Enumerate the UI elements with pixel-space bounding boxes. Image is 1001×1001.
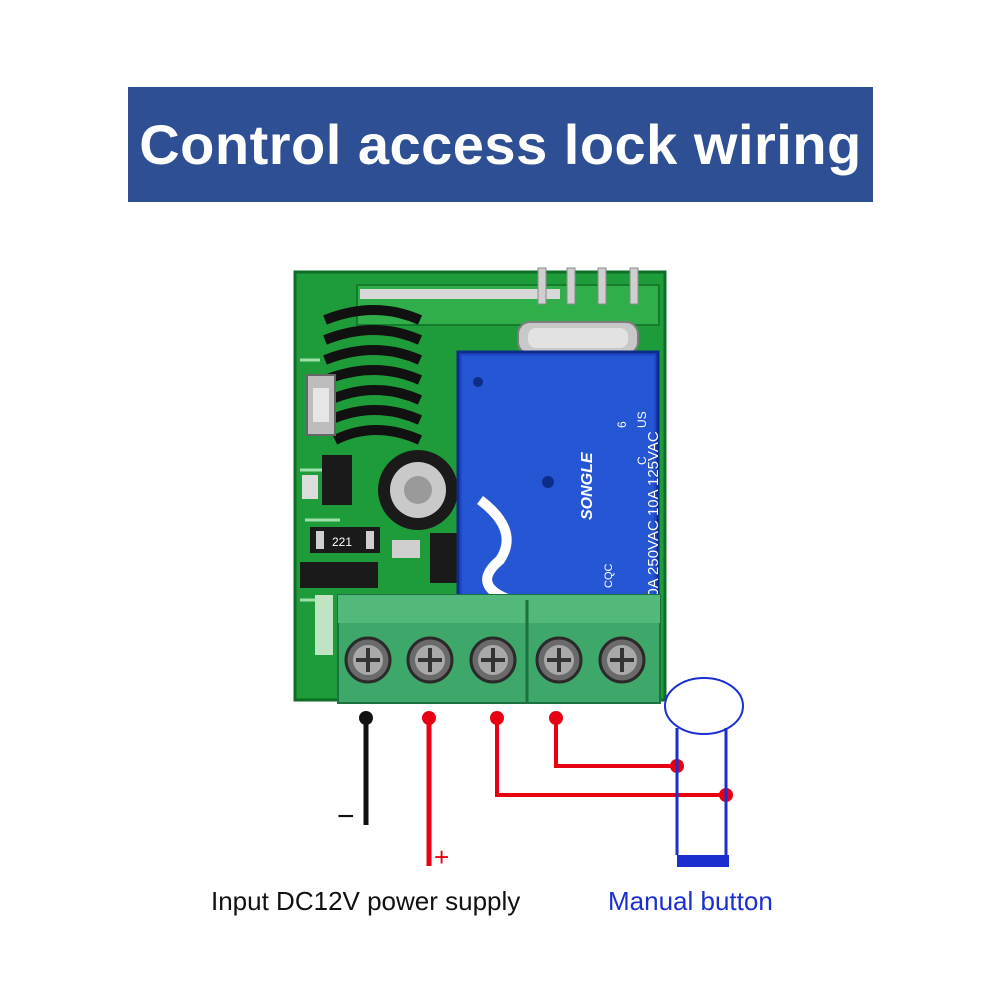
terminal-screw-5 — [598, 636, 646, 684]
relay-cert-c: C — [635, 456, 649, 465]
relay-model: SRD-24VDC-SL-C — [689, 415, 715, 605]
learn-button — [306, 374, 336, 436]
resistor-code: 221 — [332, 535, 352, 549]
relay: SRD-24VDC-SL-C 10A 30VDC 10A 28VDC 10A 2… — [456, 350, 715, 612]
wire-negative: − — [337, 711, 373, 833]
wire-positive: + — [422, 711, 449, 872]
terminal-screw-4 — [535, 636, 583, 684]
terminal-block — [337, 594, 661, 704]
relay-rating-2: 10A 30VDC 10A 28VDC — [667, 444, 684, 605]
page-title: Control access lock wiring — [139, 113, 862, 176]
positive-label: + — [434, 842, 449, 872]
capacitor — [378, 450, 458, 530]
relay-rating-1: 10A 250VAC 10A 125VAC — [645, 431, 662, 605]
title-banner: Control access lock wiring — [128, 87, 873, 202]
relay-cert-cqc: CQC — [603, 564, 615, 589]
power-supply-caption: Input DC12V power supply — [211, 886, 521, 916]
wire-button-a — [490, 711, 733, 802]
terminal-screw-3 — [469, 636, 517, 684]
terminal-screw-1 — [344, 636, 392, 684]
relay-cert-us: US — [635, 411, 649, 428]
relay-brand: SONGLE — [579, 451, 596, 520]
manual-button-caption: Manual button — [608, 886, 773, 916]
relay-cert-6: 6 — [615, 421, 629, 428]
negative-label: − — [337, 800, 355, 833]
wire-button-b — [549, 711, 684, 773]
small-components: 221 — [300, 455, 460, 655]
antenna-coil — [323, 305, 423, 445]
manual-button-symbol — [664, 677, 744, 867]
terminal-screw-2 — [406, 636, 454, 684]
